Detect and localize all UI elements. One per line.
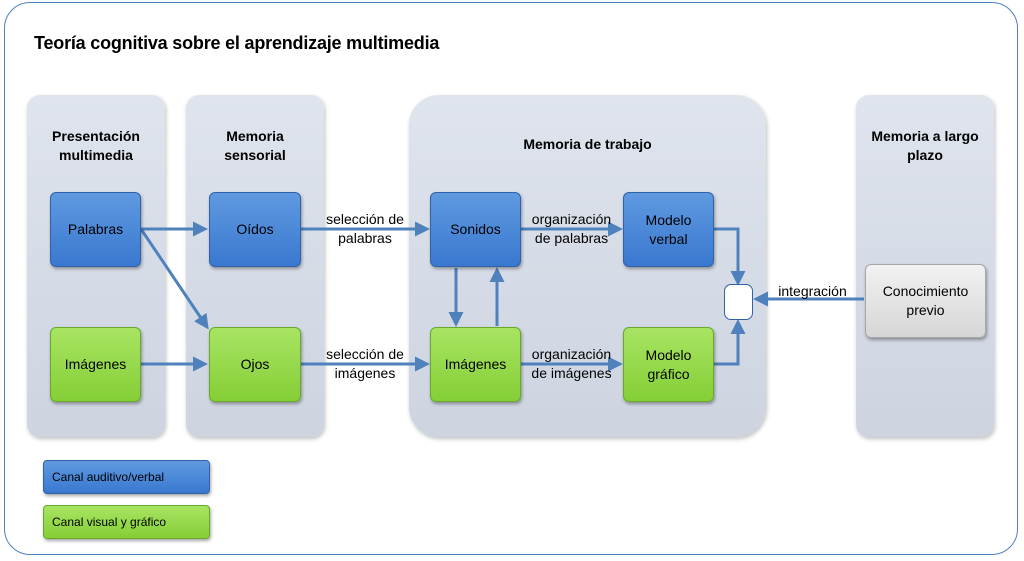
- node-oidos: Oídos: [209, 192, 301, 267]
- label-integracion: integración: [778, 283, 847, 299]
- legend-auditory-label: Canal auditivo/verbal: [52, 470, 165, 484]
- legend-auditory-channel: Canal auditivo/verbal: [43, 460, 210, 494]
- panel-working-memory-label: Memoria de trabajo: [523, 136, 652, 152]
- node-modelo-grafico: Modelo gráfico: [623, 327, 714, 402]
- legend-visual-label: Canal visual y gráfico: [52, 515, 167, 529]
- node-conocimiento-previo: Conocimiento previo: [865, 264, 986, 338]
- node-sonidos: Sonidos: [430, 192, 521, 267]
- panel-presentation-label: Presentación multimedia: [52, 128, 140, 163]
- node-imagenes-presentation: Imágenes: [50, 327, 141, 402]
- legend-visual-channel: Canal visual y gráfico: [43, 505, 210, 539]
- panel-sensory-memory-label: Memoria sensorial: [224, 128, 286, 163]
- label-organizacion-palabras: organización de palabras: [531, 211, 612, 246]
- node-palabras: Palabras: [50, 192, 141, 267]
- node-imagenes-working: Imágenes: [430, 327, 521, 402]
- node-integration-point: [724, 284, 753, 320]
- node-ojos: Ojos: [209, 327, 301, 402]
- label-organizacion-imagenes: organización de imágenes: [531, 346, 612, 381]
- label-seleccion-imagenes: selección de imágenes: [326, 346, 404, 381]
- label-seleccion-palabras: selección de palabras: [326, 211, 404, 246]
- diagram-title: Teoría cognitiva sobre el aprendizaje mu…: [34, 33, 440, 53]
- node-modelo-verbal: Modelo verbal: [623, 192, 714, 267]
- panel-long-term-memory-label: Memoria a largo plazo: [871, 128, 979, 163]
